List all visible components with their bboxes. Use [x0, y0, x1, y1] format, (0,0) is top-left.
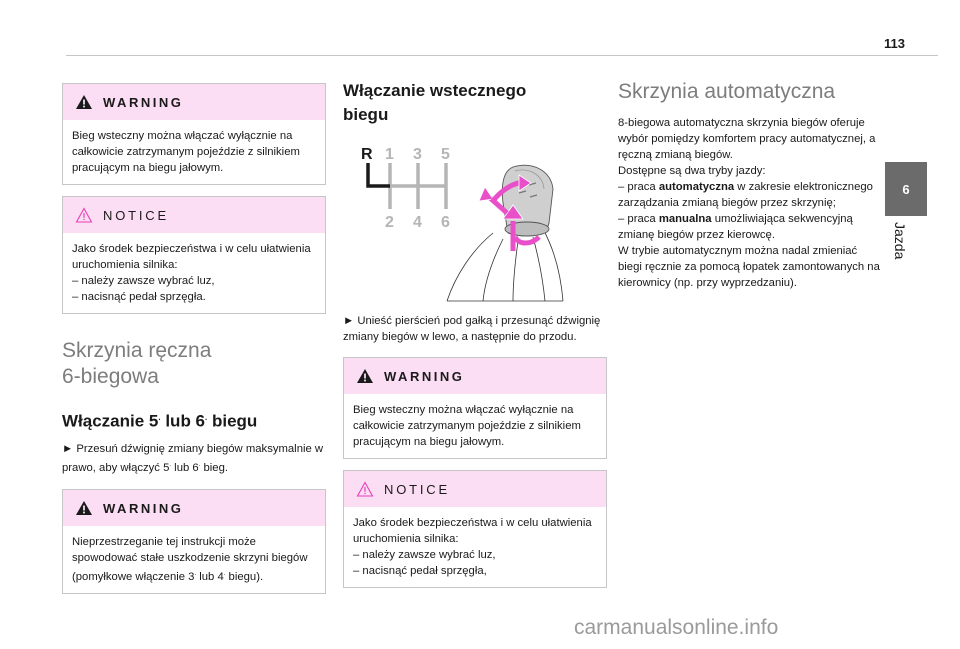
notice-header: NOTICE	[63, 197, 325, 233]
superscript: .	[169, 461, 172, 468]
notice-line: – należy zawsze wybrać luz,	[353, 549, 496, 561]
gear-label-3: 3	[413, 146, 422, 163]
superscript: .	[158, 413, 161, 422]
superscript: .	[194, 571, 197, 578]
notice-box: NOTICE Jako środek bezpieczeństwa i w ce…	[343, 470, 607, 588]
direction-arrows	[478, 174, 541, 251]
notice-body: Jako środek bezpieczeństwa i w celu ułat…	[63, 233, 325, 313]
gear-boot-drawing	[446, 228, 564, 302]
automatic-description: 8-biegowa automatyczna skrzynia biegów o…	[618, 115, 882, 291]
gear-knob	[501, 164, 554, 237]
column-left: WARNING Bieg wsteczny można włączać wyłą…	[62, 83, 326, 605]
warning-icon	[76, 501, 92, 516]
list-item-bold: manualna	[658, 213, 712, 225]
subheading-part: Włączanie 5	[62, 411, 159, 431]
notice-title: NOTICE	[384, 481, 450, 497]
reverse-instruction: ► Unieść pierścień pod gałką i przesunąć…	[343, 315, 601, 343]
chapter-name: Jazda	[892, 222, 908, 260]
page-number: 113	[884, 36, 905, 51]
gear-label-1: 1	[385, 146, 394, 163]
warning-header: WARNING	[344, 358, 606, 394]
superscript: .	[205, 413, 208, 422]
notice-line: – nacisnąć pedał sprzęgła.	[72, 291, 206, 303]
paragraph: W trybie automatycznym można nadal zmien…	[618, 245, 880, 289]
notice-icon	[356, 481, 374, 497]
heading-line: biegu	[343, 105, 389, 124]
paragraph: 8-biegowa automatyczna skrzynia biegów o…	[618, 117, 876, 161]
list-item-part: – praca	[618, 181, 659, 193]
column-middle: Włączanie wstecznego biegu R 1 3 5 2 4 6	[343, 81, 607, 599]
list-item-part: w zakresie elektronicznego zarządzania z…	[618, 181, 873, 209]
list-item-part: – praca	[618, 213, 659, 225]
warning-part: Nieprzestrzeganie tej instrukcji może sp…	[72, 536, 308, 584]
warning-title: WARNING	[384, 368, 465, 384]
list-item: – praca manualna umożliwiająca sekwencyj…	[618, 211, 882, 243]
warning-text: Bieg wsteczny można włączać wyłącznie na…	[353, 404, 581, 448]
automatic-heading: Skrzynia automatyczna	[618, 80, 836, 103]
gear-label-4: 4	[413, 214, 422, 231]
instruction-part: bieg.	[200, 461, 228, 474]
notice-body: Jako środek bezpieczeństwa i w celu ułat…	[344, 507, 606, 587]
notice-box: NOTICE Jako środek bezpieczeństwa i w ce…	[62, 196, 326, 314]
warning-box: WARNING Nieprzestrzeganie tej instrukcji…	[62, 489, 326, 595]
notice-title: NOTICE	[103, 207, 169, 223]
subheading-part: lub 6	[160, 411, 206, 431]
section-title-line: Skrzynia ręczna	[62, 339, 212, 362]
warning-icon	[357, 369, 373, 383]
chapter-number: 6	[902, 181, 910, 197]
notice-line: Jako środek bezpieczeństwa i w celu ułat…	[72, 243, 311, 271]
reverse-heading: Włączanie wstecznego biegu	[343, 79, 607, 127]
heading-line: Włączanie wstecznego	[343, 81, 527, 100]
gear-label-r: R	[361, 146, 373, 163]
list-item-part: umożliwiająca sekwencyjną zmianę biegów …	[618, 213, 853, 241]
warning-part: lub 4	[196, 571, 224, 584]
instruction-part: ► Przesuń dźwignię zmiany biegów maksyma…	[62, 442, 324, 474]
warning-header: WARNING	[63, 84, 325, 120]
superscript: .	[198, 461, 201, 468]
instruction-text: ► Przesuń dźwignię zmiany biegów maksyma…	[62, 441, 326, 476]
notice-icon	[75, 207, 93, 223]
notice-line: – nacisnąć pedał sprzęgła,	[353, 565, 487, 577]
paragraph: Dostępne są dwa tryby jazdy:	[618, 165, 766, 177]
list-item-bold: automatyczna	[658, 181, 735, 193]
notice-header: NOTICE	[344, 471, 606, 507]
warning-box: WARNING Bieg wsteczny można włączać wyłą…	[343, 357, 607, 459]
instruction-part: lub 6	[171, 461, 199, 474]
warning-title: WARNING	[103, 94, 184, 110]
superscript: .	[223, 571, 226, 578]
watermark: carmanualsonline.info	[574, 616, 779, 639]
warning-title: WARNING	[103, 500, 184, 516]
column-right: Skrzynia automatyczna 8-biegowa automaty…	[618, 80, 882, 291]
gear-pattern: R 1 3 5 2 4 6	[361, 146, 450, 231]
gear-label-5: 5	[441, 146, 450, 163]
notice-line: – należy zawsze wybrać luz,	[72, 275, 215, 287]
gear-diagram: R 1 3 5 2 4 6	[361, 146, 564, 302]
warning-text: Nieprzestrzeganie tej instrukcji może sp…	[63, 526, 325, 593]
header-rule	[66, 55, 938, 56]
section-title: Skrzynia ręczna 6-biegowa	[62, 338, 326, 390]
subheading-part: biegu	[207, 411, 258, 431]
warning-box: WARNING Bieg wsteczny można włączać wyłą…	[62, 83, 326, 185]
gear-label-6: 6	[441, 214, 450, 231]
list-item: – praca automatyczna w zakresie elektron…	[618, 179, 882, 211]
notice-line: Jako środek bezpieczeństwa i w celu ułat…	[353, 517, 592, 545]
warning-part: biegu).	[225, 571, 264, 584]
warning-header: WARNING	[63, 490, 325, 527]
warning-text: Bieg wsteczny można włączać wyłącznie na…	[72, 130, 300, 174]
subheading: Włączanie 5. lub 6. biegu	[62, 407, 326, 433]
section-title-line: 6-biegowa	[62, 365, 159, 388]
warning-icon	[76, 95, 92, 109]
chapter-tab[interactable]: 6	[885, 162, 927, 216]
gear-shift-illustration: R 1 3 5 2 4 6	[343, 141, 573, 307]
gear-label-2: 2	[385, 214, 394, 231]
